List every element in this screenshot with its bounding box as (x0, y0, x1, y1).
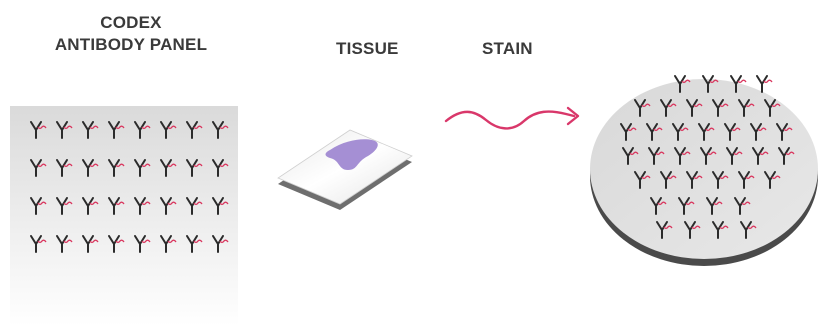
stained-tissue-disc-icon (590, 79, 818, 266)
wavy-arrow-icon (446, 108, 578, 128)
antibody-panel (10, 106, 238, 326)
antibody-icon (757, 76, 772, 92)
glass-slide-icon (278, 130, 412, 210)
